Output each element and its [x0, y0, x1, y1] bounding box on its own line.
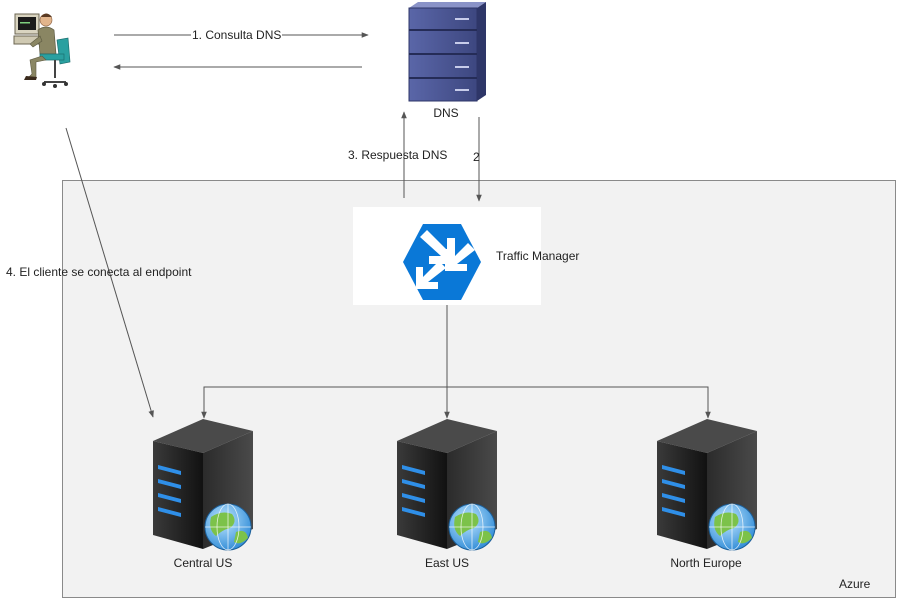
user-computer-icon: [13, 13, 71, 88]
globe-icon: [448, 503, 496, 551]
label-step3: 3. Respuesta DNS: [348, 148, 448, 162]
label-step2: 2: [473, 150, 480, 164]
label-east-us: East US: [424, 556, 470, 570]
label-step4: 4. El cliente se conecta al endpoint: [6, 265, 192, 279]
edge-tm-north-europe: [447, 386, 711, 419]
label-central-us: Central US: [173, 556, 233, 570]
label-north-europe: North Europe: [670, 556, 742, 570]
globe-icon: [708, 503, 756, 551]
web-server-east-us: [397, 419, 497, 551]
server-rack-icon: [408, 2, 486, 102]
web-server-central-us: [153, 419, 253, 551]
label-dns: DNS: [433, 106, 459, 120]
web-server-north-europe: [657, 419, 757, 551]
edge-tm-central-us: [201, 386, 447, 419]
azure-label: Azure: [839, 577, 871, 591]
globe-icon: [204, 503, 252, 551]
label-traffic-manager: Traffic Manager: [496, 249, 580, 263]
label-step1: 1. Consulta DNS: [191, 28, 283, 42]
edge-client-endpoint: [65, 127, 154, 418]
traffic-manager-icon: [403, 224, 481, 300]
